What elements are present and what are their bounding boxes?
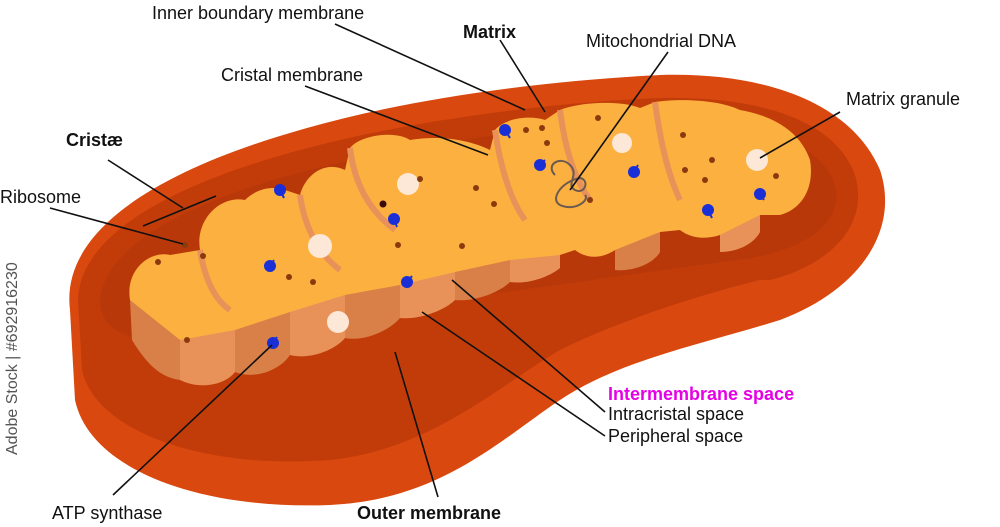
- atp-synthase-complexes: [264, 124, 766, 349]
- crista-fold: [652, 101, 683, 202]
- crista-wall: [615, 232, 660, 271]
- label-atp-synthase: ATP synthase: [52, 503, 163, 523]
- leader-lines: [49, 23, 841, 498]
- label-inner-boundary-membrane: Inner boundary membrane: [152, 3, 365, 23]
- label-outer-membrane: Outer membrane: [357, 503, 502, 523]
- matrix-granule: [397, 173, 419, 195]
- label-intracristal-space: Intracristal space: [608, 404, 745, 424]
- label-cristal-membrane: Cristal membrane: [221, 65, 364, 85]
- matrix-granule: [308, 234, 332, 258]
- crista-wall: [290, 295, 345, 357]
- label-cristae: Cristæ: [66, 130, 124, 150]
- crista-wall: [130, 300, 180, 380]
- crista-fold: [347, 147, 397, 233]
- crista-wall: [720, 215, 760, 252]
- label-mitochondrial-dna: Mitochondrial DNA: [586, 31, 737, 51]
- crista-wall: [510, 255, 560, 283]
- matrix-granule: [612, 133, 632, 153]
- matrix-shape: [129, 100, 811, 346]
- crista-wall: [455, 260, 510, 301]
- crista-fold: [492, 129, 528, 222]
- label-peripheral-space: Peripheral space: [608, 426, 744, 446]
- ribosome-dark: [379, 200, 387, 208]
- label-ribosome: Ribosome: [0, 187, 82, 207]
- stock-watermark: Adobe Stock | #692916230: [4, 262, 21, 455]
- label-matrix-granule: Matrix granule: [846, 89, 961, 109]
- matrix-granule: [746, 149, 768, 171]
- crista-wall: [180, 330, 235, 386]
- crista-wall: [345, 285, 400, 339]
- crista-wall: [235, 312, 290, 375]
- crista-wall: [400, 272, 455, 319]
- crista-fold: [557, 109, 593, 202]
- matrix-granule: [327, 311, 349, 333]
- mitochondrial-dna-strand: [550, 159, 587, 209]
- label-matrix: Matrix: [463, 22, 517, 42]
- label-intermembrane-space: Intermembrane space: [608, 384, 795, 404]
